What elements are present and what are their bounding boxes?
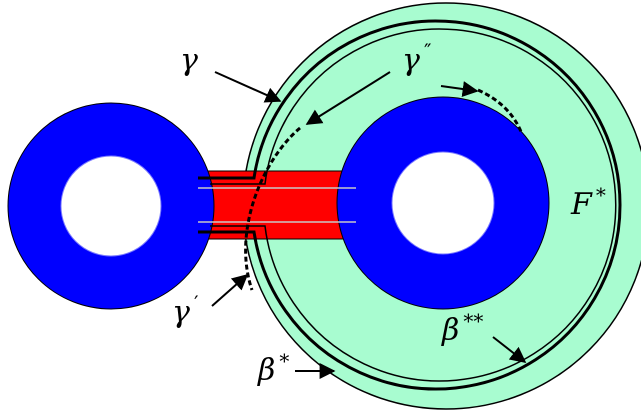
label-beta-double-star: β ** [441, 309, 483, 348]
label-gamma-double-prime: γ ″ [402, 39, 431, 78]
arrow-gamma-prime [211, 273, 249, 307]
arrow-beta-double-star [492, 336, 527, 363]
left-disk-hole [60, 155, 162, 257]
curve-beta-double-star [210, 28, 617, 382]
arrow-gamma-double-prime-left [305, 71, 391, 125]
label-gamma: γ [180, 43, 198, 78]
arrow-gamma-double-prime-right [440, 81, 479, 97]
curve-gamma-double-prime [477, 88, 524, 135]
curve-beta-star [198, 19, 622, 391]
right-disk-hole [391, 151, 495, 255]
label-f-star: F * [570, 183, 606, 222]
label-beta-star: β * [257, 349, 289, 388]
arrow-gamma [214, 71, 282, 103]
label-gamma-prime: γ ′ [172, 291, 199, 330]
curve-gamma-prime [244, 126, 301, 291]
connecting-band [194, 170, 356, 240]
